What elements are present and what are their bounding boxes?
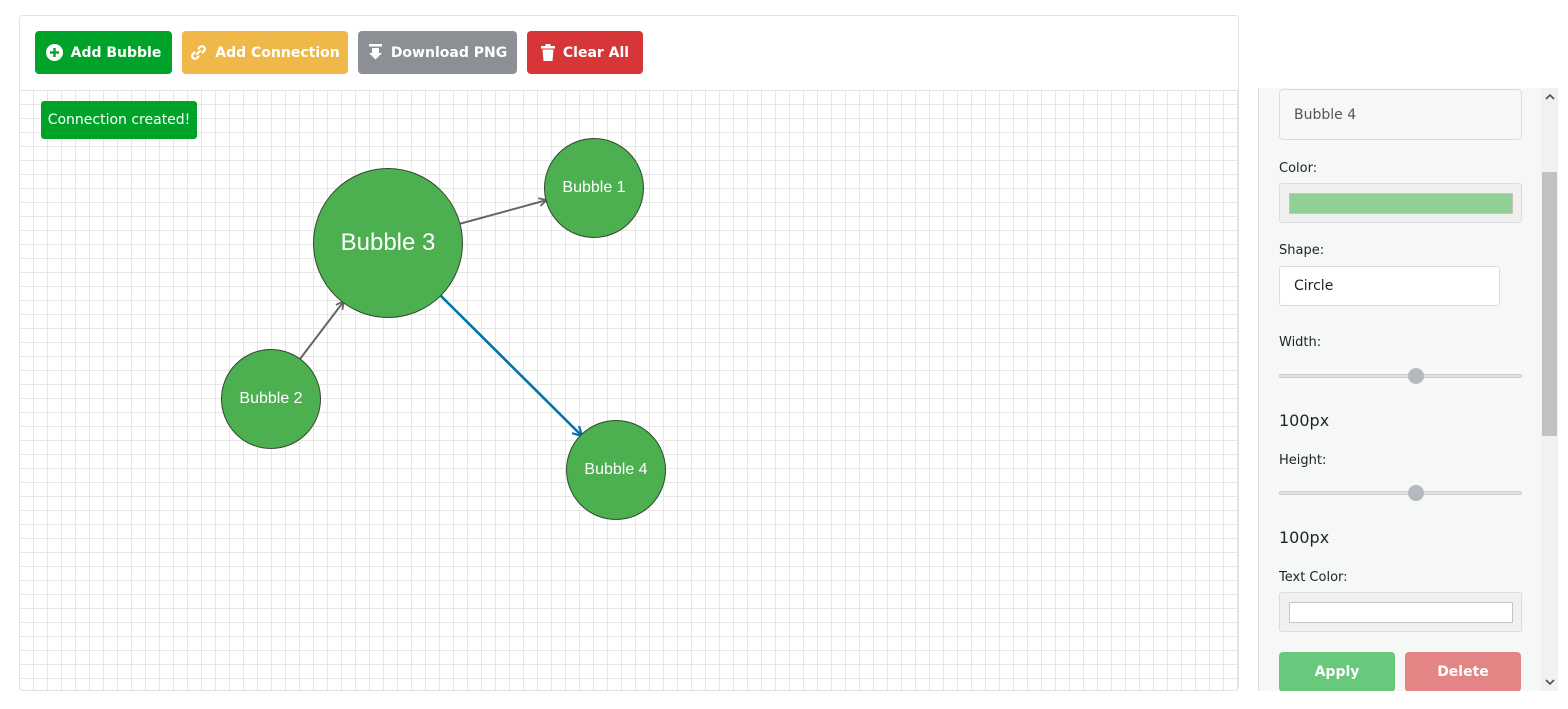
shape-label: Shape: — [1279, 243, 1325, 258]
color-picker[interactable] — [1279, 183, 1522, 223]
connection-bubble3-bubble1[interactable] — [458, 200, 547, 225]
bubble-label: Bubble 3 — [340, 229, 436, 256]
color-swatch — [1289, 193, 1513, 214]
toolbar: Add Bubble Add Connection Download PNG C… — [20, 16, 1238, 91]
width-value: 100px — [1279, 411, 1330, 430]
text-color-picker[interactable] — [1279, 592, 1522, 632]
bubble-label: Bubble 2 — [239, 390, 303, 407]
text-color-label: Text Color: — [1279, 570, 1348, 585]
add-connection-button[interactable]: Add Connection — [182, 31, 348, 74]
bubble-name-input[interactable]: Bubble 4 — [1279, 89, 1522, 140]
link-icon — [190, 44, 207, 61]
height-value: 100px — [1279, 528, 1330, 547]
clear-all-label: Clear All — [562, 44, 630, 61]
bubble-canvas[interactable]: Bubble 1 Bubble 2 Bubble 3 Bubble 4 Conn… — [20, 91, 1239, 691]
height-slider-thumb[interactable] — [1408, 485, 1424, 501]
bubble-node[interactable]: Bubble 3 — [313, 168, 463, 318]
delete-button[interactable]: Delete — [1405, 652, 1521, 691]
bubble-node[interactable]: Bubble 4 — [566, 420, 666, 520]
text-color-swatch — [1289, 602, 1513, 623]
panel-scrollbar-thumb[interactable] — [1542, 172, 1557, 436]
trash-icon — [540, 44, 555, 61]
plus-circle-icon — [45, 44, 63, 61]
clear-all-button[interactable]: Clear All — [527, 31, 643, 74]
height-label: Height: — [1279, 453, 1327, 468]
bubble-editor: Add Bubble Add Connection Download PNG C… — [19, 15, 1239, 691]
chevron-down-icon[interactable] — [1541, 674, 1558, 691]
toast-notification: Connection created! — [41, 101, 197, 139]
width-slider-track — [1279, 374, 1522, 378]
width-slider-thumb[interactable] — [1408, 368, 1424, 384]
add-bubble-label: Add Bubble — [70, 44, 162, 61]
bubble-label: Bubble 1 — [562, 179, 626, 196]
apply-button[interactable]: Apply — [1279, 652, 1395, 691]
download-png-button[interactable]: Download PNG — [358, 31, 517, 74]
bubble-label: Bubble 4 — [584, 461, 648, 478]
shape-select[interactable]: Circle — [1279, 266, 1500, 306]
bubble-node[interactable]: Bubble 1 — [544, 138, 644, 238]
download-png-label: Download PNG — [390, 44, 508, 61]
width-label: Width: — [1279, 335, 1322, 350]
color-label: Color: — [1279, 161, 1318, 176]
bubble-node[interactable]: Bubble 2 — [221, 349, 321, 449]
connection-bubble2-bubble3[interactable] — [299, 301, 344, 360]
download-icon — [368, 44, 383, 61]
connections-layer — [299, 91, 1239, 691]
height-slider-track — [1279, 491, 1522, 495]
chevron-up-icon[interactable] — [1541, 88, 1558, 105]
add-connection-label: Add Connection — [215, 44, 340, 61]
add-bubble-button[interactable]: Add Bubble — [35, 31, 172, 74]
properties-panel: Bubble 4 Color: Shape: Circle Width: 100… — [1258, 88, 1541, 691]
connection-bubble3-bubble4[interactable] — [439, 294, 582, 436]
width-slider[interactable] — [1279, 368, 1522, 384]
height-slider[interactable] — [1279, 485, 1522, 501]
